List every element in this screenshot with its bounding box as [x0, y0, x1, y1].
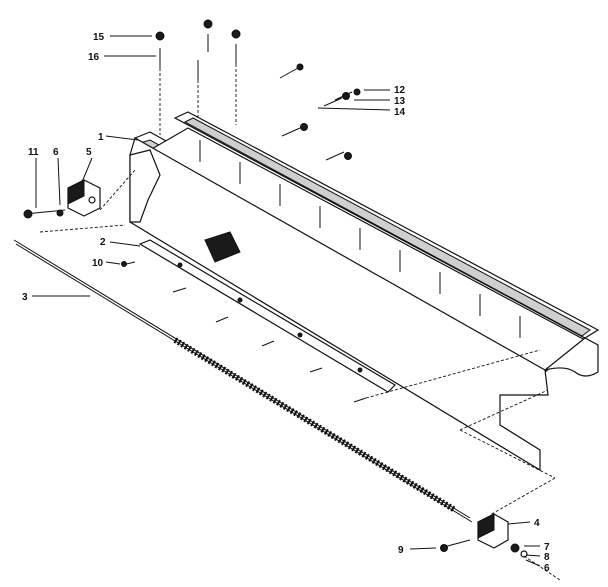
callout-15: 15	[93, 32, 105, 43]
callout-1: 1	[98, 132, 104, 143]
callout-2: 2	[100, 237, 106, 248]
callout-labels: 15 16 1 11 6 5 12 13 14 2 10 3 4 7 9 8 6	[22, 32, 550, 574]
callout-9: 9	[398, 545, 404, 556]
callout-16: 16	[88, 52, 100, 63]
callout-3: 3	[22, 292, 28, 303]
right-bearing-block	[439, 513, 528, 558]
lead-screw	[13, 239, 473, 523]
left-bearing-block	[23, 179, 101, 219]
callout-11: 11	[28, 147, 39, 158]
callout-14: 14	[394, 107, 406, 118]
alignment-lines	[39, 64, 561, 581]
callout-7: 7	[544, 542, 550, 553]
callout-12: 12	[394, 85, 406, 96]
callout-6-right: 6	[544, 563, 550, 574]
leader-lines	[32, 35, 541, 567]
callout-4: 4	[534, 518, 540, 529]
callout-5: 5	[86, 147, 92, 158]
callout-10: 10	[92, 258, 104, 269]
mounting-strip	[138, 239, 396, 393]
callout-13: 13	[394, 96, 406, 107]
callout-8: 8	[544, 552, 550, 563]
top-fasteners	[155, 19, 361, 161]
callout-6-left: 6	[53, 147, 59, 158]
lathe-bed	[129, 111, 600, 472]
strip-screws	[121, 261, 367, 403]
